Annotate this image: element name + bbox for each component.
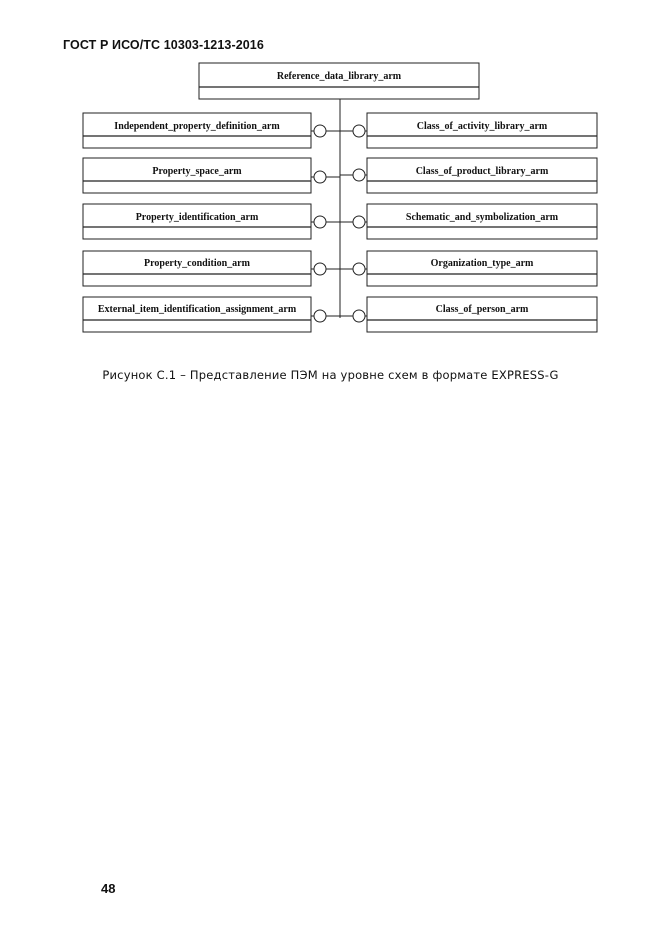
left-entity-label: External_item_identification_assignment_… (98, 304, 297, 315)
relationship-circle (313, 262, 327, 276)
relationship-circle (313, 124, 327, 138)
relationship-circle (352, 124, 366, 138)
root-entity: Reference_data_library_arm (198, 62, 480, 100)
relationship-circle (313, 170, 327, 184)
left-entity-label: Property_space_arm (152, 166, 242, 177)
right-entity-label: Schematic_and_symbolization_arm (406, 212, 559, 223)
right-entity-3: Schematic_and_symbolization_arm (340, 203, 598, 240)
relationship-circle (313, 309, 327, 323)
right-entity-label: Class_of_product_library_arm (416, 166, 549, 177)
relationship-circle (352, 262, 366, 276)
left-entity-label: Property_identification_arm (136, 212, 259, 223)
left-entity-label: Independent_property_definition_arm (114, 121, 280, 132)
right-entity-label: Class_of_activity_library_arm (417, 121, 548, 132)
document-header: ГОСТ Р ИСО/ТС 10303-1213-2016 (63, 38, 264, 52)
right-entity-label: Class_of_person_arm (436, 304, 529, 315)
relationship-circle (313, 215, 327, 229)
left-entity-1: Independent_property_definition_arm (82, 112, 340, 149)
right-entity-label: Organization_type_arm (431, 258, 534, 269)
relationship-circle (352, 215, 366, 229)
left-entity-label: Property_condition_arm (144, 258, 251, 269)
right-entity-1: Class_of_activity_library_arm (340, 112, 598, 149)
right-entity-5: Class_of_person_arm (340, 296, 598, 333)
relationship-circle (352, 168, 366, 182)
left-entity-5: External_item_identification_assignment_… (82, 296, 340, 333)
left-entity-4: Property_condition_arm (82, 250, 340, 287)
express-g-diagram: Reference_data_library_arm Independent_p… (82, 62, 598, 333)
right-entity-4: Organization_type_arm (340, 250, 598, 287)
page-number: 48 (101, 881, 116, 896)
root-entity-label: Reference_data_library_arm (277, 71, 402, 82)
right-entity-2: Class_of_product_library_arm (340, 157, 598, 194)
left-entity-3: Property_identification_arm (82, 203, 340, 240)
relationship-circle (352, 309, 366, 323)
figure-caption: Рисунок С.1 – Представление ПЭМ на уровн… (102, 368, 559, 382)
left-entity-2: Property_space_arm (82, 157, 340, 194)
